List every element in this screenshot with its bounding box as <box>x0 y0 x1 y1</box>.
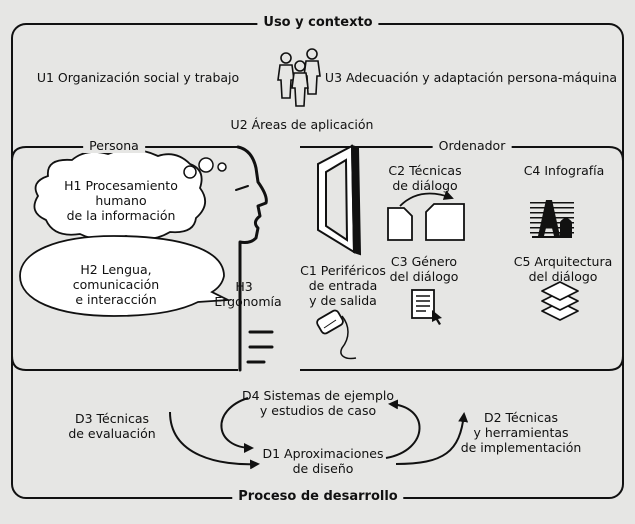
label-h3-line2: Ergonomía <box>214 294 282 309</box>
process-arrows <box>169 397 469 470</box>
label-h3-line1: H3 <box>235 279 253 294</box>
thought-bubble <box>33 148 227 241</box>
label-u3: U3 Adecuación y adaptación persona-máqui… <box>324 70 618 85</box>
label-c2-line1: C2 Técnicas <box>388 163 462 178</box>
label-c1-line3: y de salida <box>309 293 377 308</box>
head-profile-icon <box>235 145 274 372</box>
label-d2-line3: de implementación <box>460 440 582 455</box>
monitor-icon <box>317 144 362 256</box>
label-h2-line1: H2 Lengua, <box>80 262 152 277</box>
label-d4-line2: y estudios de caso <box>259 403 377 418</box>
text-document-icon <box>411 289 442 325</box>
section-title-uso: Uso y contexto <box>257 15 379 30</box>
layers-icon <box>541 281 579 321</box>
label-d4-line1: D4 Sistemas de ejemplo <box>241 388 395 403</box>
label-d2-line2: y herramientas <box>473 425 569 440</box>
label-d3-line1: D3 Técnicas <box>74 411 150 426</box>
label-c3-line2: del diálogo <box>389 269 459 284</box>
persona-frame <box>11 146 238 371</box>
documents-icon <box>387 190 465 241</box>
section-title-proceso: Proceso de desarrollo <box>232 489 404 504</box>
label-c5-line1: C5 Arquitectura <box>513 254 613 269</box>
label-c5-line2: del diálogo <box>528 269 598 284</box>
label-c2-line2: de diálogo <box>392 178 458 193</box>
speech-bubble <box>19 235 232 317</box>
label-u2: U2 Áreas de aplicación <box>230 117 374 132</box>
label-h1-line2: humano <box>95 193 147 208</box>
label-h2-line2: comunicación <box>72 277 160 292</box>
label-d3-line2: de evaluación <box>68 426 156 441</box>
label-h2-line3: e interacción <box>75 292 157 307</box>
graphics-icon <box>530 200 574 238</box>
label-d1-line2: de diseño <box>292 461 354 476</box>
label-c1-line2: de entrada <box>308 278 378 293</box>
label-c4: C4 Infografía <box>523 163 605 178</box>
ordenador-frame <box>300 146 624 371</box>
label-c1-line1: C1 Periféricos <box>300 263 386 278</box>
people-group-icon <box>277 48 321 107</box>
label-h1-line1: H1 Procesamiento <box>64 178 178 193</box>
label-h1-line3: de la información <box>66 208 176 223</box>
label-d1-line1: D1 Aproximaciones <box>262 446 384 461</box>
label-c3-line1: C3 Género <box>390 254 458 269</box>
section-title-ordenador: Ordenador <box>432 138 512 153</box>
label-d2-line1: D2 Técnicas <box>483 410 559 425</box>
section-title-persona: Persona <box>83 138 145 153</box>
mouse-icon <box>316 309 357 360</box>
label-u1: U1 Organización social y trabajo <box>36 70 240 85</box>
